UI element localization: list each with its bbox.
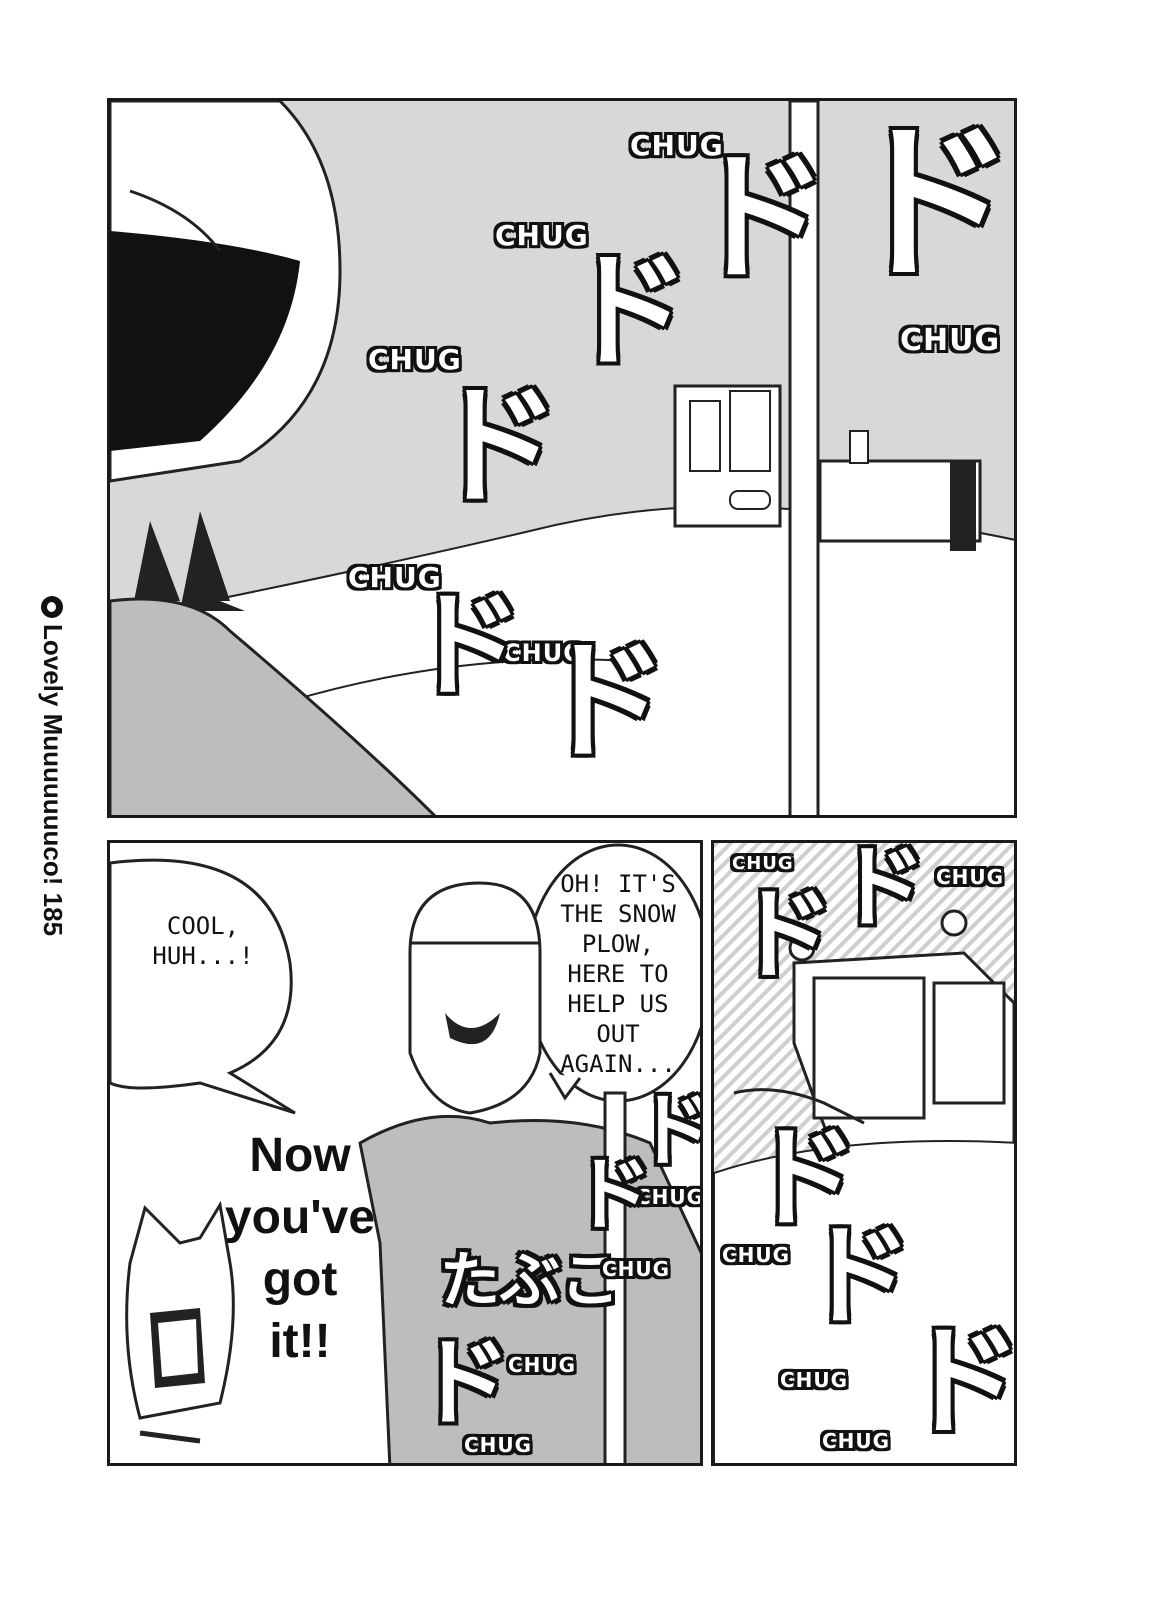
panel-snowplow-distance: CHUG CHUG CHUG CHUG CHUG CHUG ド ド ド ド ド …	[107, 98, 1017, 818]
panel1-art	[110, 101, 1014, 815]
sfx-chug: CHUG	[348, 561, 442, 594]
panel-man-speaking: COOL, HUH...! OH! IT'S THE SNOW PLOW, HE…	[107, 840, 703, 1466]
panel3-art	[714, 843, 1014, 1463]
sfx-do: ド	[836, 840, 926, 940]
speech-bubble-cool: COOL, HUH...!	[152, 912, 254, 970]
sfx-chug: CHUG	[630, 129, 724, 162]
sfx-do: ド	[635, 1091, 700, 1171]
sfx-do: ド	[902, 1313, 1017, 1452]
panel-snowplow-closeup: CHUG CHUG CHUG CHUG CHUG ド ド ド ド ド	[711, 840, 1017, 1466]
sfx-do: ド	[734, 876, 834, 993]
series-title-label: Lovely Muuuuuuuco! 185	[37, 596, 68, 936]
sfx-chug: CHUG	[503, 639, 584, 667]
sfx-chug: CHUG	[936, 865, 1005, 889]
sfx-chug: CHUG	[602, 1257, 671, 1281]
sfx-chug: CHUG	[822, 1429, 891, 1453]
sfx-do: ド	[802, 1212, 912, 1340]
sfx-do: ド	[430, 370, 561, 522]
sfx-do: ド	[688, 137, 829, 300]
series-sidebar: Lovely Muuuuuuuco! 185	[38, 596, 86, 1016]
sfx-do: ド	[845, 105, 1016, 303]
sfx-do: ド	[565, 239, 690, 384]
shout-now-youve-got-it: Now you've got it!!	[224, 1129, 376, 1368]
page-number: 185	[38, 892, 68, 937]
sfx-chug: CHUG	[464, 1433, 533, 1457]
panel2-art	[110, 843, 700, 1463]
sfx-do: ド	[748, 1114, 858, 1242]
series-title: Lovely Muuuuuuuco!	[38, 624, 68, 886]
sfx-chug: CHUG	[508, 1353, 577, 1377]
sfx-chug: CHUG	[722, 1243, 791, 1267]
sfx-do: ド	[408, 579, 524, 713]
sfx-chug: CHUG	[780, 1368, 849, 1392]
speech-bubble-snow-plow: OH! IT'S THE SNOW PLOW, HERE TO HELP US …	[560, 870, 676, 1078]
sfx-do: ド	[415, 1327, 511, 1439]
sfx-chug: CHUG	[900, 323, 1001, 358]
sfx-do: ド	[572, 1148, 652, 1241]
sfx-do: ド	[538, 625, 669, 777]
sfx-chug: CHUG	[495, 219, 589, 252]
sfx-chug: CHUG	[636, 1185, 703, 1209]
sfx-chug: CHUG	[368, 343, 462, 376]
paw-icon	[41, 596, 63, 618]
sfx-chug: CHUG	[732, 853, 794, 874]
shirt-logo-text: たぶこ	[440, 1246, 620, 1316]
